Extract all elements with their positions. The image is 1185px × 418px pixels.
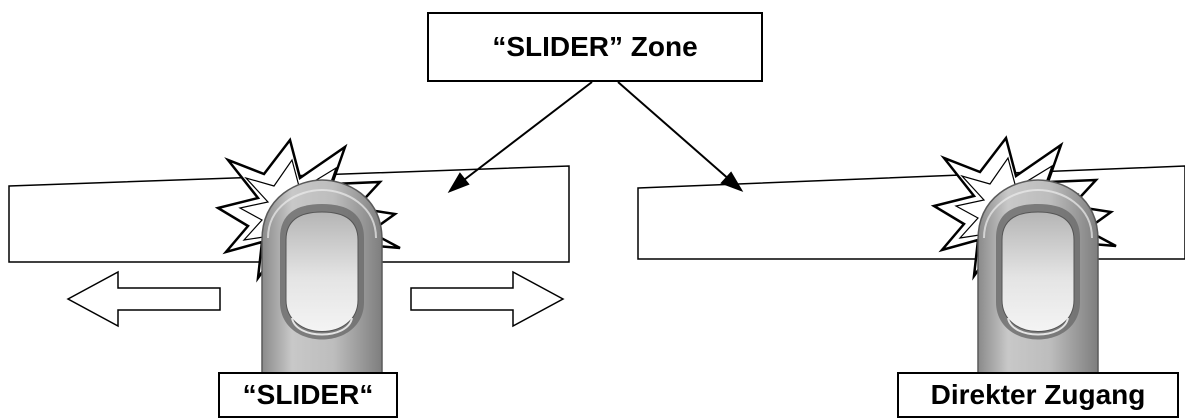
slider-label: “SLIDER“ (218, 372, 398, 418)
arrow-right-icon (410, 270, 565, 328)
arrow-left-icon (66, 270, 221, 328)
zone-pointer-right-head (720, 171, 744, 192)
finger-touch-icon (261, 179, 383, 418)
zone-pointer-left-head (447, 172, 470, 193)
zone-label: “SLIDER” Zone (427, 12, 763, 82)
zone-pointer-right (617, 81, 732, 182)
direct-access-label: Direkter Zugang (897, 372, 1179, 418)
slider-label-text: “SLIDER“ (242, 379, 374, 410)
direct-access-label-text: Direkter Zugang (930, 379, 1146, 410)
finger-touch-icon (977, 179, 1099, 418)
zone-pointer-left (459, 81, 593, 184)
zone-label-text: “SLIDER” Zone (492, 31, 698, 62)
zone-pointer-arrows (447, 81, 744, 193)
